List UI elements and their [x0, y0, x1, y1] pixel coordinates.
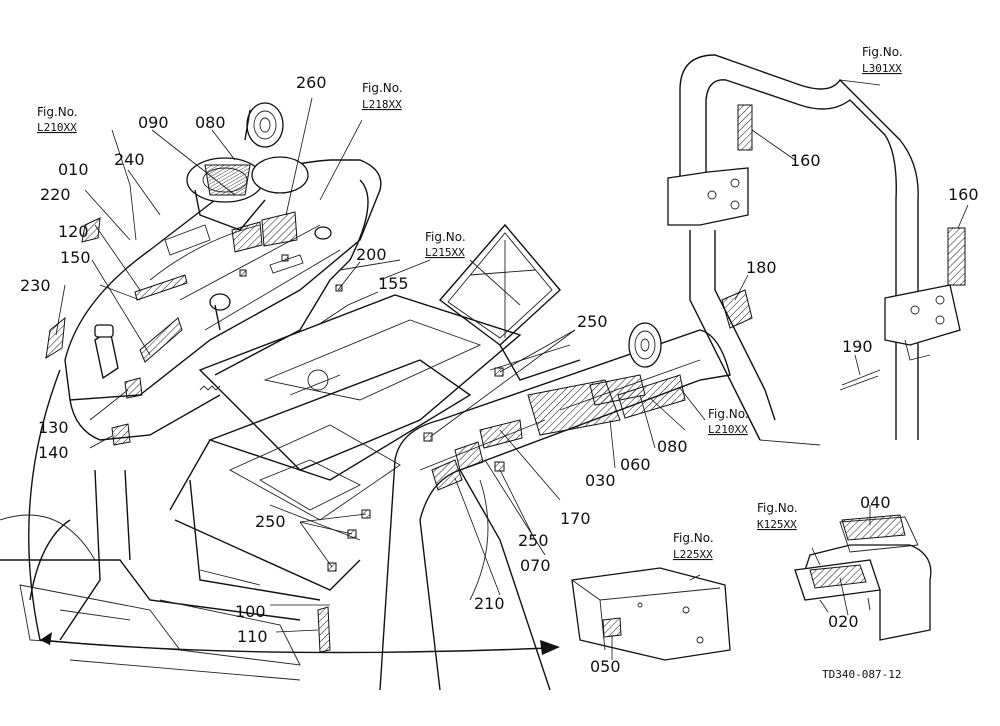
fender-seat-assembly [379, 223, 731, 691]
arrow-tail-icon [40, 632, 52, 645]
figref-label-l218: Fig.No. [362, 81, 403, 95]
figref-code-k125[interactable]: K125XX [757, 518, 797, 531]
part-label-030: 030 [585, 471, 616, 490]
figref-label-l210-left: Fig.No. [37, 105, 78, 119]
part-label-140: 140 [38, 443, 69, 462]
figref-code-l210-left[interactable]: L210XX [37, 121, 77, 134]
part-label-050: 050 [590, 657, 621, 676]
figref-code-l210-right[interactable]: L210XX [708, 423, 748, 436]
part-label-120: 120 [58, 222, 89, 241]
part-label-250b: 250 [255, 512, 286, 531]
part-label-160b: 160 [948, 185, 979, 204]
part-050-cover [571, 567, 731, 661]
part-label-260: 260 [296, 73, 327, 92]
console-assembly [64, 102, 382, 441]
figref-label-l210-right: Fig.No. [708, 407, 749, 421]
part-label-230: 230 [20, 276, 51, 295]
decals [45, 104, 966, 653]
part-label-250c: 250 [518, 531, 549, 550]
arrow-head-icon [540, 640, 560, 655]
part-label-010: 010 [58, 160, 89, 179]
figref-code-l301[interactable]: L301XX [862, 62, 902, 75]
tractor-body-lines [0, 179, 522, 681]
part-label-160a: 160 [790, 151, 821, 170]
part-label-080a: 080 [195, 113, 226, 132]
part-label-240: 240 [114, 150, 145, 169]
part-label-190: 190 [842, 337, 873, 356]
part-label-040: 040 [860, 493, 891, 512]
part-label-070: 070 [520, 556, 551, 575]
part-label-170: 170 [560, 509, 591, 528]
part-label-200: 200 [356, 245, 387, 264]
part-label-020: 020 [828, 612, 859, 631]
figref-label-l215: Fig.No. [425, 230, 466, 244]
part-label-250a: 250 [577, 312, 608, 331]
part-label-130: 130 [38, 418, 69, 437]
part-label-220: 220 [40, 185, 71, 204]
part-label-210: 210 [474, 594, 505, 613]
part-label-090: 090 [138, 113, 169, 132]
part-label-060: 060 [620, 455, 651, 474]
drawing-code: TD340-087-12 [822, 668, 901, 681]
figref-code-l215[interactable]: L215XX [425, 246, 465, 259]
part-label-155: 155 [378, 274, 409, 293]
rops-frame [667, 54, 961, 446]
figref-label-k125: Fig.No. [757, 501, 798, 515]
part-label-080b: 080 [657, 437, 688, 456]
part-label-110: 110 [237, 627, 268, 646]
figref-label-l301: Fig.No. [862, 45, 903, 59]
direction-arrow [39, 639, 551, 654]
leader-lines [55, 79, 969, 660]
part-label-150: 150 [60, 248, 91, 267]
figref-label-l225: Fig.No. [673, 531, 714, 545]
figref-code-l218[interactable]: L218XX [362, 98, 402, 111]
part-label-100: 100 [235, 602, 266, 621]
figref-code-l225[interactable]: L225XX [673, 548, 713, 561]
part-label-180: 180 [746, 258, 777, 277]
